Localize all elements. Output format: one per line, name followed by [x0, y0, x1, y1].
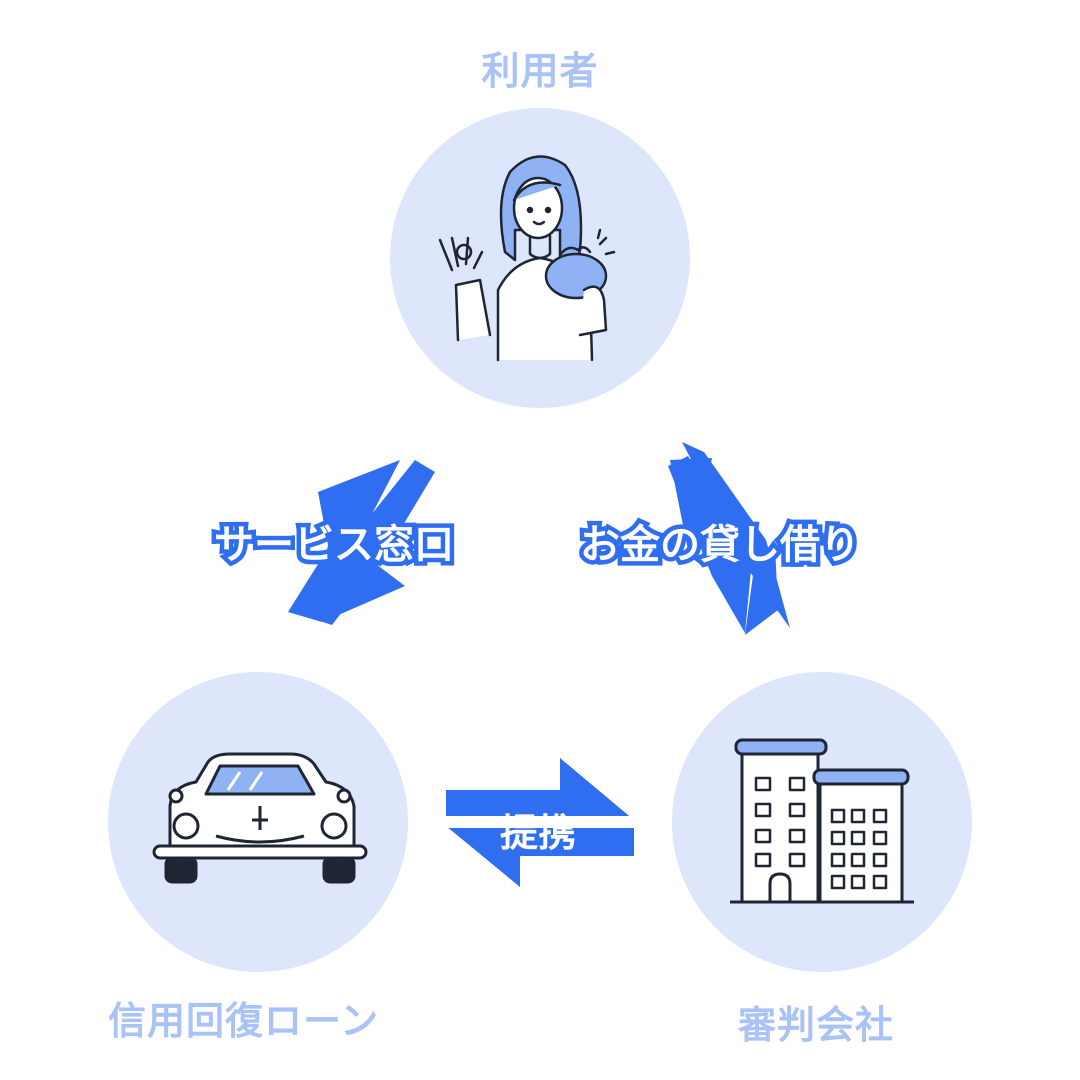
service-arrow-label: サービス窓口 [210, 518, 459, 573]
user-label: 利用者 [481, 49, 599, 93]
office-building-icon [730, 738, 914, 904]
money-arrow-label: お金の貸し借り [576, 518, 865, 573]
service-arrow-icon [288, 460, 435, 625]
partner-arrow-label: 提携 [500, 811, 577, 855]
loan-label: 信用回復ローン [108, 999, 380, 1043]
partner-arrow-icon [446, 758, 634, 887]
court-label: 審判会社 [738, 1003, 895, 1047]
car-icon [152, 752, 368, 884]
money-arrow-icon [668, 442, 790, 635]
woman-with-wallet-icon [438, 155, 616, 362]
